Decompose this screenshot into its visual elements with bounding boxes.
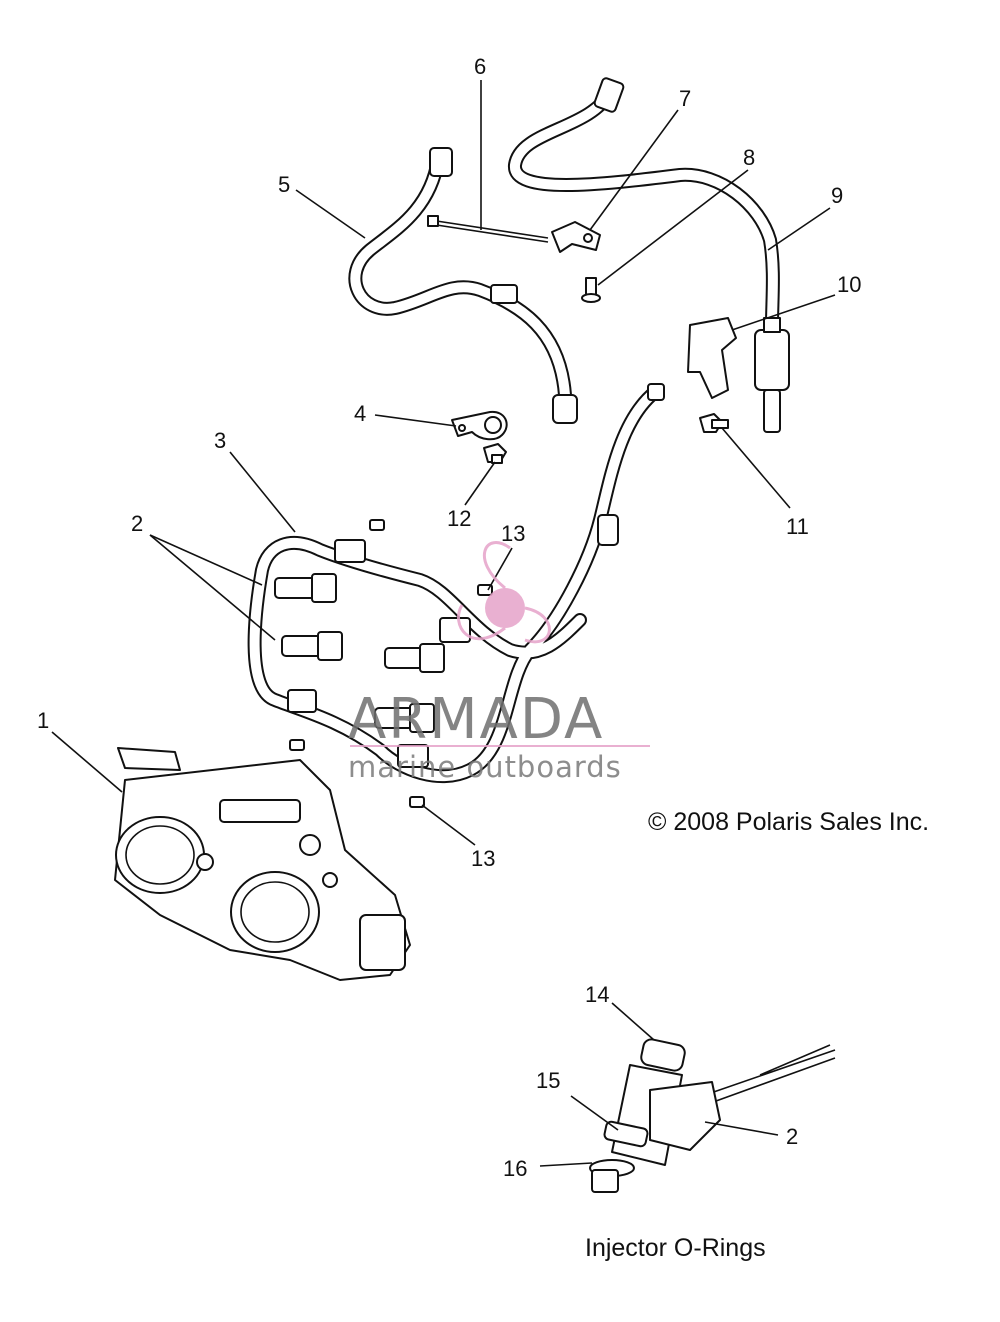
- callout-4: 4: [354, 401, 366, 426]
- callout-16: 16: [503, 1156, 527, 1181]
- leader-lines: [51, 80, 836, 1167]
- callout-2: 2: [131, 511, 143, 536]
- fuel-hose-5: [348, 147, 578, 424]
- rivet-8: [581, 277, 601, 303]
- callout-1: 1: [37, 708, 49, 733]
- callout-2-inset: 2: [786, 1124, 798, 1149]
- fuel-rail-hose-3: [247, 383, 665, 784]
- callout-10: 10: [837, 272, 861, 297]
- throttle-body-1: [114, 747, 411, 981]
- watermark-subtitle: marine outboards: [348, 750, 622, 784]
- fuel-hose-9: [508, 77, 780, 332]
- callout-13-upper: 13: [501, 521, 525, 546]
- callout-3: 3: [214, 428, 226, 453]
- callout-8: 8: [743, 145, 755, 170]
- callout-12: 12: [447, 506, 471, 531]
- hose-clip-4: [451, 410, 508, 441]
- callout-7: 7: [679, 86, 691, 111]
- inset-caption: Injector O-Rings: [585, 1234, 766, 1262]
- callout-9: 9: [831, 183, 843, 208]
- callout-11: 11: [786, 514, 809, 539]
- callout-5: 5: [278, 172, 290, 197]
- cable-tie-6: [427, 215, 549, 243]
- bolt-12: [483, 443, 507, 464]
- callout-15: 15: [536, 1068, 560, 1093]
- watermark-logo: [457, 541, 551, 644]
- fuel-filter-bracket-10: [687, 317, 790, 433]
- injector-inset: [589, 1038, 836, 1193]
- watermark-title: ARMADA: [348, 687, 604, 752]
- callout-6: 6: [474, 54, 486, 79]
- hose-clamp-7: [551, 221, 601, 253]
- copyright-notice: © 2008 Polaris Sales Inc.: [648, 808, 929, 836]
- armada-watermark: ARMADA marine outboards: [348, 541, 650, 784]
- bolt-11: [699, 413, 729, 433]
- callout-labels: 1 2 2 3 4 5 6 7 8 9 10 11 12 13 13 14 15…: [37, 54, 861, 1181]
- callout-13-lower: 13: [471, 846, 495, 871]
- fuel-injectors-2: [274, 573, 445, 733]
- screws-13: [289, 519, 493, 808]
- callout-14: 14: [585, 982, 609, 1007]
